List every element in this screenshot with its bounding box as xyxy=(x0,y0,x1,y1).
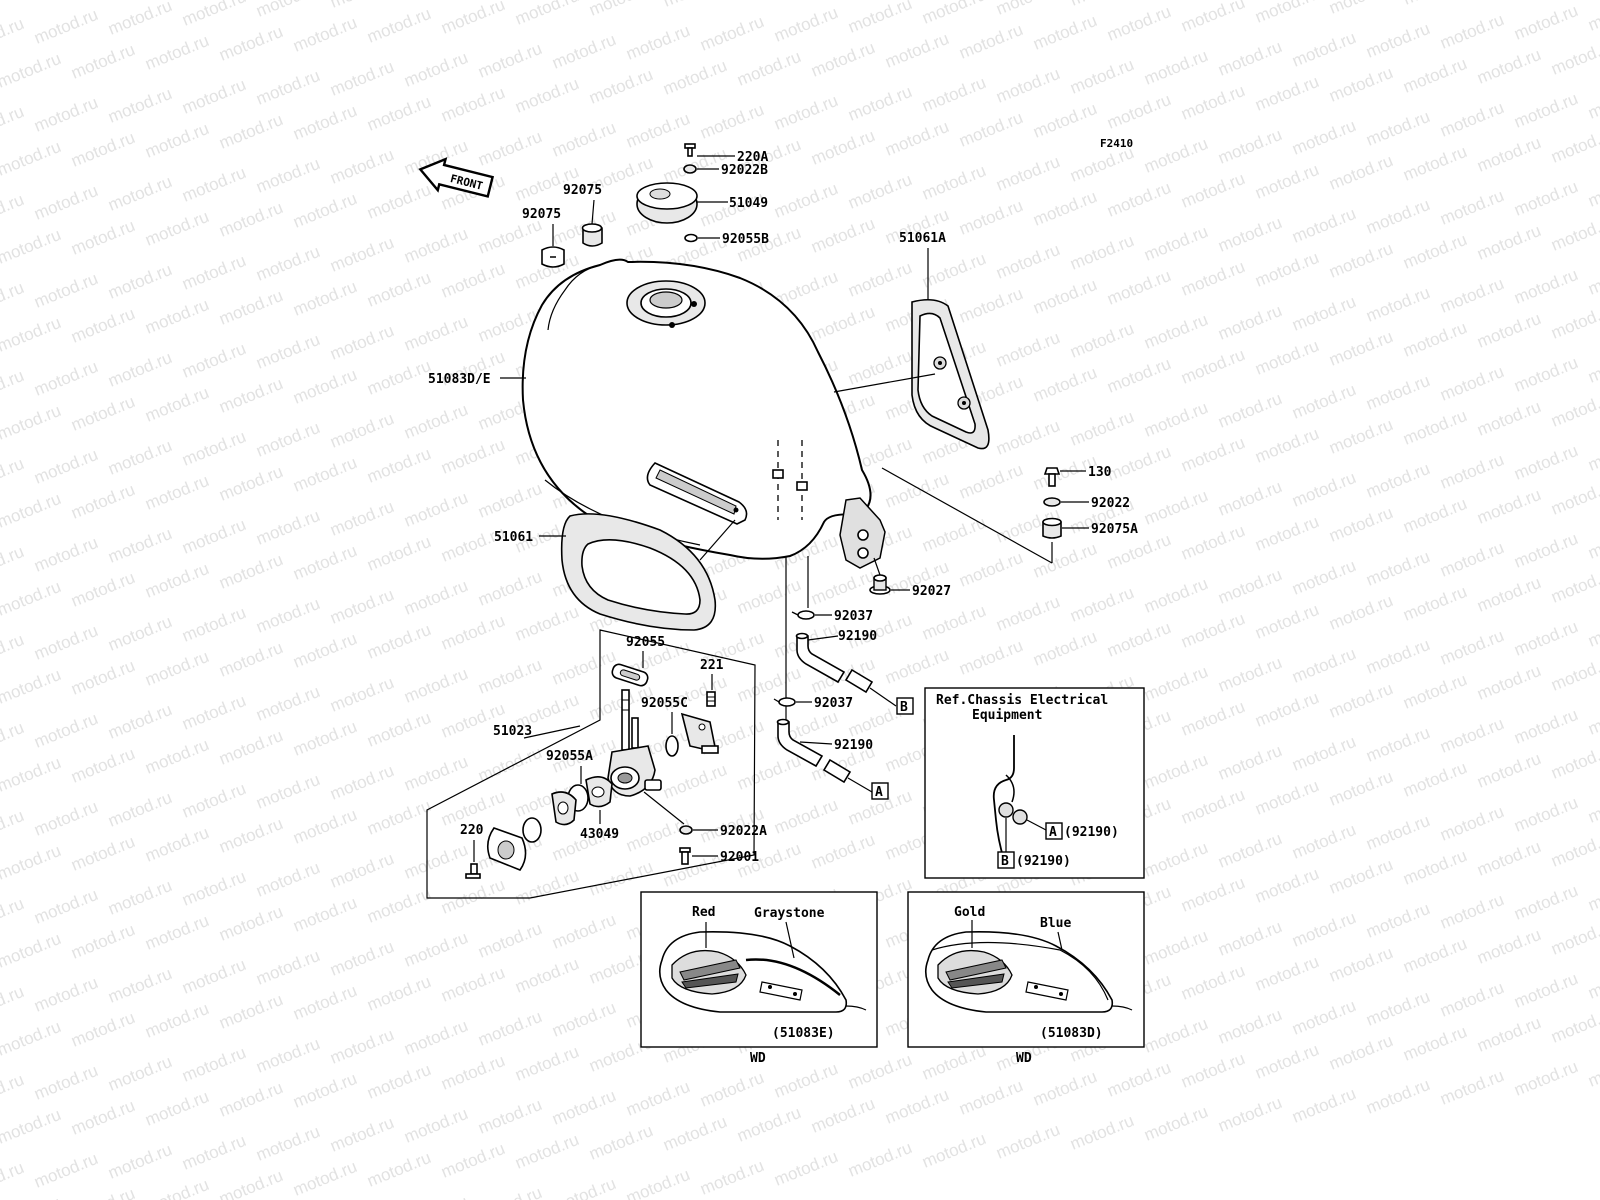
fuel-tap-assembly-outline xyxy=(426,629,756,899)
label-220a: 220A xyxy=(737,150,768,165)
fuel-tank-icon xyxy=(521,258,886,569)
label-92190-upper: 92190 xyxy=(838,629,877,644)
ref-box-b-box xyxy=(997,851,1015,869)
variant-left-color1: Red xyxy=(692,905,715,920)
clamp-92037-lower-icon xyxy=(773,697,796,707)
side-cover-51061a-icon xyxy=(911,298,990,450)
gasket-92055-icon xyxy=(611,663,649,687)
label-221: 221 xyxy=(700,658,724,673)
side-cover-51061-icon xyxy=(560,513,717,631)
fuel-tap-icon xyxy=(607,689,719,797)
variant-right-color2: Blue xyxy=(1040,916,1071,931)
label-43049: 43049 xyxy=(580,827,619,842)
oring-icon xyxy=(522,817,542,843)
label-92055c: 92055C xyxy=(641,696,688,711)
ref-b-letter: B xyxy=(900,700,908,715)
tank-side-view-51083e-icon xyxy=(658,930,867,1013)
ref-box-b-part: (92190) xyxy=(1016,854,1071,869)
variant-right-code: WD xyxy=(1016,1051,1032,1066)
plate-gasket-icon xyxy=(486,827,527,871)
ref-box-line1: Ref.Chassis Electrical xyxy=(936,693,1108,708)
ref-box-a-box xyxy=(1045,822,1063,840)
ref-chassis-box xyxy=(924,687,1145,879)
figure-code: F2410 xyxy=(1100,137,1133,150)
screw-221-icon xyxy=(706,691,716,707)
label-130: 130 xyxy=(1088,465,1112,480)
damper-92075a-icon xyxy=(1042,517,1062,539)
ref-hose-diagram-icon xyxy=(992,735,1028,861)
washer-92022b-icon xyxy=(683,164,697,174)
ref-a-letter: A xyxy=(875,785,883,800)
screw-220a-icon xyxy=(684,143,696,157)
collar-92027-icon xyxy=(869,574,891,595)
washer-92022-icon xyxy=(1043,497,1061,507)
damper-92075-lower-icon xyxy=(541,246,565,268)
label-92075-upper: 92075 xyxy=(563,183,602,198)
hose-92190-lower-icon xyxy=(776,718,852,784)
label-220: 220 xyxy=(460,823,484,838)
clamp-92037-upper-icon xyxy=(791,610,815,620)
label-92022b: 92022B xyxy=(721,163,768,178)
ref-box-a-part: (92190) xyxy=(1064,825,1119,840)
screw-220-icon xyxy=(465,863,481,879)
hose-92190-upper-icon xyxy=(795,632,874,694)
variant-left-part: (51083E) xyxy=(772,1026,835,1041)
label-51061a: 51061A xyxy=(899,231,946,246)
label-92055b: 92055B xyxy=(722,232,769,247)
label-92001: 92001 xyxy=(720,850,759,865)
label-92055a: 92055A xyxy=(546,749,593,764)
ref-a-box xyxy=(871,782,889,800)
label-92190-lower: 92190 xyxy=(834,738,873,753)
label-92022: 92022 xyxy=(1091,496,1130,511)
bolt-92001-icon xyxy=(679,847,691,865)
variant-right-color1: Gold xyxy=(954,905,985,920)
ref-box-line2: Equipment xyxy=(972,708,1042,723)
fuel-cap-51049-icon xyxy=(636,182,698,224)
label-92027: 92027 xyxy=(912,584,951,599)
bolt-130-icon xyxy=(1043,467,1061,487)
ref-box-b-letter: B xyxy=(1001,854,1009,869)
ref-b-box xyxy=(896,697,914,715)
label-51061: 51061 xyxy=(494,530,533,545)
label-51083de: 51083D/E xyxy=(428,372,491,387)
front-arrow-icon: FRONT xyxy=(418,157,495,198)
variant-left-code: WD xyxy=(750,1051,766,1066)
ref-box-a-letter: A xyxy=(1049,825,1057,840)
label-51023: 51023 xyxy=(493,724,532,739)
label-92037-upper: 92037 xyxy=(834,609,873,624)
oring-92055c-icon xyxy=(665,735,679,757)
tank-side-view-51083d-icon xyxy=(924,930,1133,1013)
label-92037-lower: 92037 xyxy=(814,696,853,711)
label-51049: 51049 xyxy=(729,196,768,211)
variant-right-part: (51083D) xyxy=(1040,1026,1103,1041)
variant-left-color2: Graystone xyxy=(754,906,825,921)
oring-92055b-icon xyxy=(684,233,698,243)
label-92055: 92055 xyxy=(626,635,665,650)
cup-43049-icon xyxy=(585,776,613,808)
label-92022a: 92022A xyxy=(720,824,767,839)
label-92075a: 92075A xyxy=(1091,522,1138,537)
filter-seat-icon xyxy=(551,791,577,826)
label-92075-lower: 92075 xyxy=(522,207,561,222)
washer-92022a-icon xyxy=(679,825,693,835)
damper-92075-upper-icon xyxy=(581,223,603,247)
